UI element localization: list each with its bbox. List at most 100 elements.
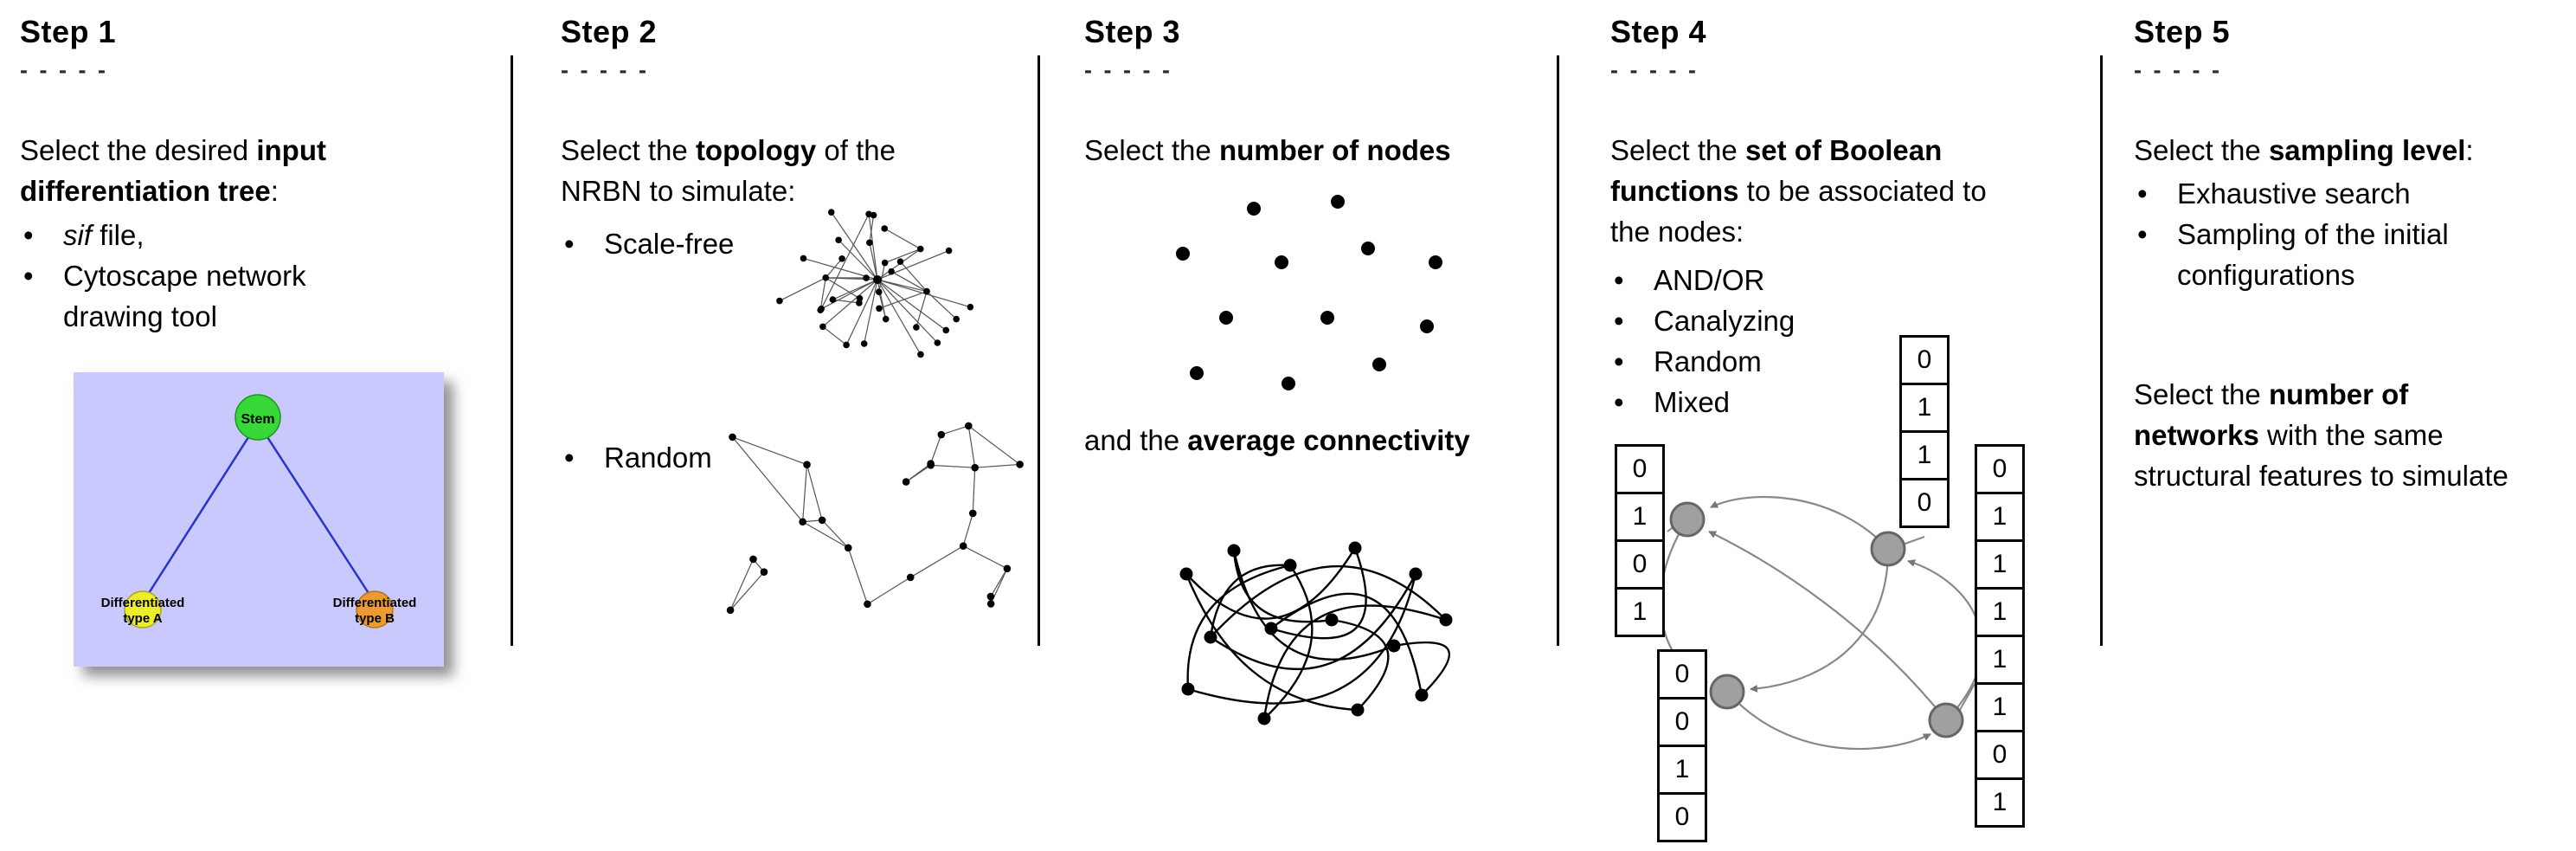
bullet-text: sif file, [63,219,145,251]
step-3-dashes: - - - - - [1084,57,1172,83]
bullet-marker: • [564,442,575,474]
bullet-item: • Canalyzing [1614,300,1795,341]
step-2-bullet-random: • Random [564,437,712,478]
step-3-panel: Step 3 - - - - - Select the number of no… [1084,0,1551,851]
truth-table-cell: 1 [1975,539,2025,590]
truth-table-cell: 1 [1975,492,2025,542]
truth-table-cell: 1 [1657,745,1707,795]
step-5-panel: Step 5 - - - - - Select the sampling lev… [2134,0,2571,851]
truth-table-left: 0 1 0 1 [1615,444,1665,637]
bullet-marker: • [2137,177,2148,210]
bullet-marker: • [564,228,575,260]
bullet-marker: • [23,260,34,292]
bullet-item: • Exhaustive search [2137,173,2449,214]
bullet-marker: • [1614,345,1624,377]
connectivity-graphic [1179,541,1453,725]
step-5-bullets: • Exhaustive search • Sampling of the in… [2137,173,2449,295]
step-4-bullets: • AND/OR • Canalyzing • Random • Mixed [1614,260,1795,422]
bullet-marker: • [23,219,34,251]
step-4-title: Step 4 [1610,14,1707,49]
bullet-text: Mixed [1654,386,1731,418]
top-table-connector [1902,536,1925,545]
step-5-title: Step 5 [2134,14,2231,49]
truth-table-cell: 0 [1899,478,1950,528]
truth-table-cell: 1 [1899,383,1950,433]
truth-table-cell: 0 [1615,539,1665,590]
step-3-connectivity-text: and the average connectivity [1084,424,1470,456]
step-5-intro: Select the sampling level: [2134,134,2474,166]
stem-label: Stem [241,412,274,427]
type-b-label-line1: Differentiated [333,596,417,610]
truth-table-cell: 0 [1657,697,1707,747]
bullet-item: • AND/OR [1614,260,1795,300]
random-network-graphic [726,422,1024,615]
stem-node [234,394,281,441]
bullet-marker: • [1614,386,1624,418]
truth-table-cell: 1 [1975,682,2025,732]
edge-b-to-c [1750,548,1890,693]
right-table-connector [1959,683,1975,711]
bullet-text: Random [1654,345,1762,377]
truth-table-cell: 0 [1615,444,1665,494]
column-divider [511,55,513,646]
column-divider [1557,55,1559,646]
step-2-bullet-scale-free: • Scale-free [564,223,734,264]
truth-table-cell: 1 [1975,587,2025,637]
edge-b-to-a [1710,495,1889,550]
truth-table-cell: 1 [1899,430,1950,480]
step-4-dashes: - - - - - [1610,57,1699,83]
step-1-dashes: - - - - - [20,57,108,83]
boolean-node-b [1870,531,1906,567]
step-1-panel: Step 1 - - - - - Select the desired inpu… [20,0,491,851]
bullet-item: • Random [1614,341,1795,382]
truth-table-right: 0 1 1 1 1 1 0 1 [1975,444,2025,828]
type-b-node [356,590,394,629]
truth-table-bottom: 0 0 1 0 [1657,649,1707,842]
truth-table-cell: 0 [1899,335,1950,385]
step-4-panel: Step 4 - - - - - Select the set of Boole… [1610,0,2086,851]
differentiation-tree-svg: Stem Differentiated type A Differentiate… [74,372,444,667]
step-3-intro: Select the number of nodes [1084,134,1451,166]
bullet-text: Canalyzing [1654,305,1795,337]
edge-c-to-d [1726,691,1931,751]
tree-edge-b [256,422,376,603]
truth-table-cell: 0 [1657,649,1707,699]
nodes-scatter-graphic [1176,195,1442,390]
step-1-title: Step 1 [20,14,117,49]
truth-table-cell: 0 [1975,444,2025,494]
bullet-item: • Random [564,437,712,478]
bullet-text: Scale-free [604,228,735,260]
step-2-title: Step 2 [561,14,658,49]
truth-table-top: 0 1 1 0 [1899,335,1950,528]
edge-d-to-a [1708,531,1947,721]
truth-table-cell: 0 [1975,730,2025,780]
truth-table-cell: 1 [1975,777,2025,828]
bullet-item: • Scale-free [564,223,734,264]
tree-edge-a [141,422,260,603]
scale-free-network-graphic [776,209,974,358]
bullet-marker: • [1614,264,1624,296]
bullet-item: • Mixed [1614,382,1795,422]
boolean-node-a [1669,501,1706,538]
edge-d-to-b [1907,559,1983,721]
bullet-text: Random [604,442,712,474]
step-2-panel: Step 2 - - - - - Select the topology of … [561,0,1024,851]
bullet-marker: • [1614,305,1624,337]
bullet-text: AND/OR [1654,264,1765,296]
step-5-dashes: - - - - - [2134,57,2222,83]
step-3-title: Step 3 [1084,14,1181,49]
boolean-node-d [1928,702,1964,738]
column-divider [2100,55,2103,646]
type-a-label-line1: Differentiated [101,596,185,610]
bullet-item: • sif file, [23,215,306,255]
bullet-text: Exhaustive search [2177,177,2411,210]
